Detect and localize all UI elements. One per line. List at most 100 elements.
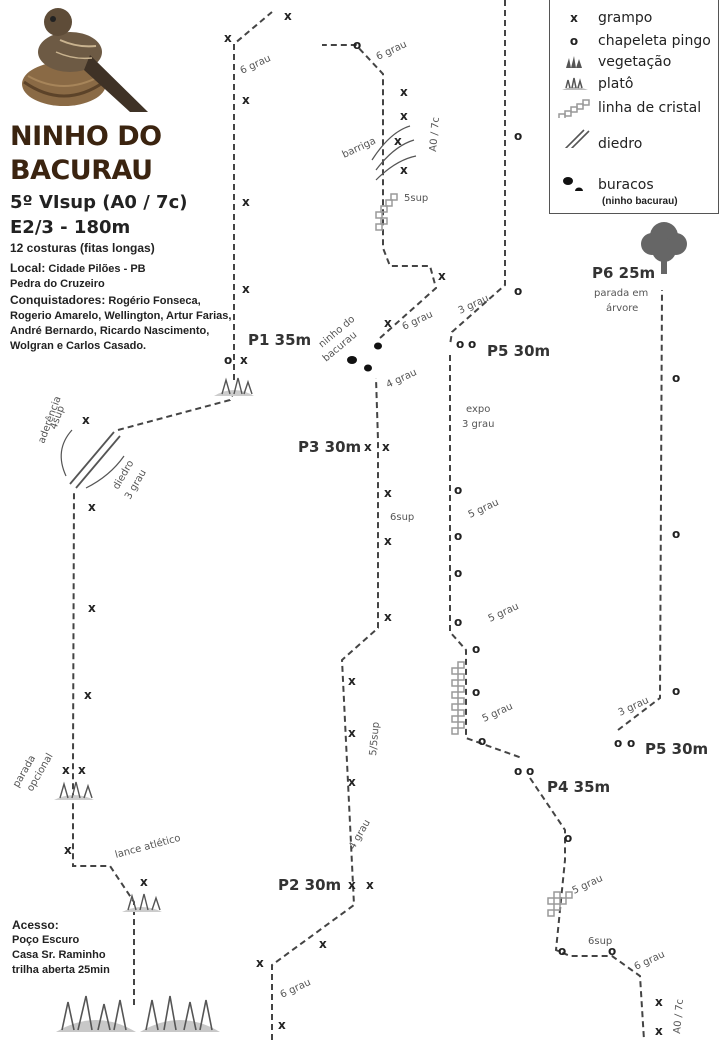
annotation-6grau-d: 6 grau xyxy=(279,977,313,1001)
conquerors-label: Conquistadores: xyxy=(10,293,106,307)
ring-bolt: o xyxy=(514,284,522,298)
nightjar-holes xyxy=(347,342,382,372)
ring-bolt: o xyxy=(627,736,635,750)
bolt: x xyxy=(394,134,402,148)
bolt: x xyxy=(82,413,90,427)
ring-bolt: o xyxy=(608,944,616,958)
legend-label: buracos xyxy=(598,177,654,193)
bolt: x xyxy=(256,956,264,970)
annotation-expo-grade: 3 grau xyxy=(462,419,494,430)
bolt: x xyxy=(240,353,248,367)
ring-bolt: o xyxy=(514,764,522,778)
pitch-labels: P1 35m P2 30m P3 30m P4 35m P5 30m P5 30… xyxy=(248,264,708,894)
plateau-parada-opcional xyxy=(54,781,94,800)
bolt: x xyxy=(384,534,392,548)
route-p5-p6 xyxy=(617,289,663,731)
pitch-label-p6: P6 25m xyxy=(592,264,655,282)
bolt: x xyxy=(84,688,92,702)
bolt: x xyxy=(242,282,250,296)
legend-item-chapeleta: o chapeleta pingo xyxy=(550,31,720,51)
bolt: x xyxy=(400,109,408,123)
bolt: x xyxy=(364,440,372,454)
ring-bolt: o xyxy=(454,483,462,497)
annotation-a0-bottom: A0 / 7c xyxy=(672,999,686,1035)
legend-label: chapeleta pingo xyxy=(598,33,711,49)
pitch-label-p5-left: P5 30m xyxy=(487,342,550,360)
pitch-label-p1: P1 35m xyxy=(248,331,311,349)
bolt: x xyxy=(224,31,232,45)
bolt: x xyxy=(278,1018,286,1032)
bolt: x xyxy=(438,269,446,283)
legend-holes-note: (ninho bacurau) xyxy=(602,196,678,207)
annotation-6sup-b: 6sup xyxy=(588,936,612,947)
annotation-5grau-c: 5 grau xyxy=(481,701,515,725)
access-label: Acesso: xyxy=(12,918,59,932)
legend-label: diedro xyxy=(598,136,643,152)
annotation-6grau-b: 6 grau xyxy=(375,39,409,63)
pitch-label-p2: P2 30m xyxy=(278,876,341,894)
bolt: x xyxy=(64,843,72,857)
bolt: x xyxy=(400,85,408,99)
legend-item-buracos: buracos xyxy=(550,175,720,195)
ring-bolt: o xyxy=(672,527,680,541)
quickdraw-count: 12 costuras (fitas longas) xyxy=(10,241,155,255)
ring-bolt: o xyxy=(614,736,622,750)
annotation-3grau-b: 3 grau xyxy=(617,695,651,719)
annotation-6grau-a: 6 grau xyxy=(239,53,273,77)
plateau-p1 xyxy=(214,377,254,396)
crystal-line-p3 xyxy=(375,193,398,231)
ring-bolt: o xyxy=(672,684,680,698)
bolt: x xyxy=(78,763,86,777)
bolt: x xyxy=(88,500,96,514)
bolts: x x x x x x x x x x x x x x x x x x x x … xyxy=(62,9,663,1038)
ring-bolt: o xyxy=(526,764,534,778)
dihedral-feature xyxy=(60,429,125,489)
tree-icon xyxy=(641,222,687,274)
bolt-icon: x xyxy=(570,11,578,25)
annotation-5grau-b: 5 grau xyxy=(487,601,521,625)
access-line: Poço Escuro xyxy=(12,934,80,946)
pitch-label-p3: P3 30m xyxy=(298,438,361,456)
legend-item-diedro: diedro xyxy=(550,129,720,154)
conquerors-value: Rogério Fonseca, Rogerio Amarelo, Wellin… xyxy=(10,295,232,352)
annotation-parada-arvore-line2: árvore xyxy=(606,302,638,314)
bolt: x xyxy=(242,93,250,107)
ring-bolt: o xyxy=(454,566,462,580)
annotation-4grau: 4 grau xyxy=(385,367,419,391)
bolt: x xyxy=(384,316,392,330)
annotation-4grau-b: 4 grau xyxy=(347,818,373,852)
annotation-6grau-c: 6 grau xyxy=(401,309,435,333)
route-pitch-2 xyxy=(271,377,379,1040)
bolt: x xyxy=(655,1024,663,1038)
annotation-expo: expo xyxy=(466,404,490,415)
ring-bolt: o xyxy=(514,129,522,143)
crystal-line-p5 xyxy=(451,661,465,735)
route-grade: 5º VIsup (A0 / 7c) xyxy=(10,192,188,213)
legend-label: linha de cristal xyxy=(598,100,702,116)
ring-bolt: o xyxy=(564,831,572,845)
bolt: x xyxy=(348,674,356,688)
bolt: x xyxy=(62,763,70,777)
bolt: x xyxy=(400,163,408,177)
legend-item-plato: platô xyxy=(550,74,720,94)
route-title-line1: NINHO DO xyxy=(10,121,162,152)
pitch-label-p4: P4 35m xyxy=(547,778,610,796)
crystal-line-p4 xyxy=(547,891,573,917)
bolt: x xyxy=(366,878,374,892)
route-p5-p4 xyxy=(449,355,523,759)
access-line: trilha aberta 25min xyxy=(12,964,110,976)
bolt: x xyxy=(384,486,392,500)
local-line2: Pedra do Cruzeiro xyxy=(10,278,105,290)
bolt: x xyxy=(348,726,356,740)
ring-bolt: o xyxy=(454,615,462,629)
bolt: x xyxy=(284,9,292,23)
local-info: Local: Cidade Pilões - PB Pedra do Cruze… xyxy=(10,261,240,292)
bolt: x xyxy=(242,195,250,209)
legend-item-cristal: linha de cristal xyxy=(550,98,720,118)
pitch-label-p5-right: P5 30m xyxy=(645,740,708,758)
annotation-5grau-a: 5 grau xyxy=(467,497,501,521)
plateau-lance xyxy=(122,893,162,912)
crystal-lines xyxy=(375,193,573,917)
route-p4-lower xyxy=(529,777,645,1040)
vegetation-icon xyxy=(566,56,582,68)
